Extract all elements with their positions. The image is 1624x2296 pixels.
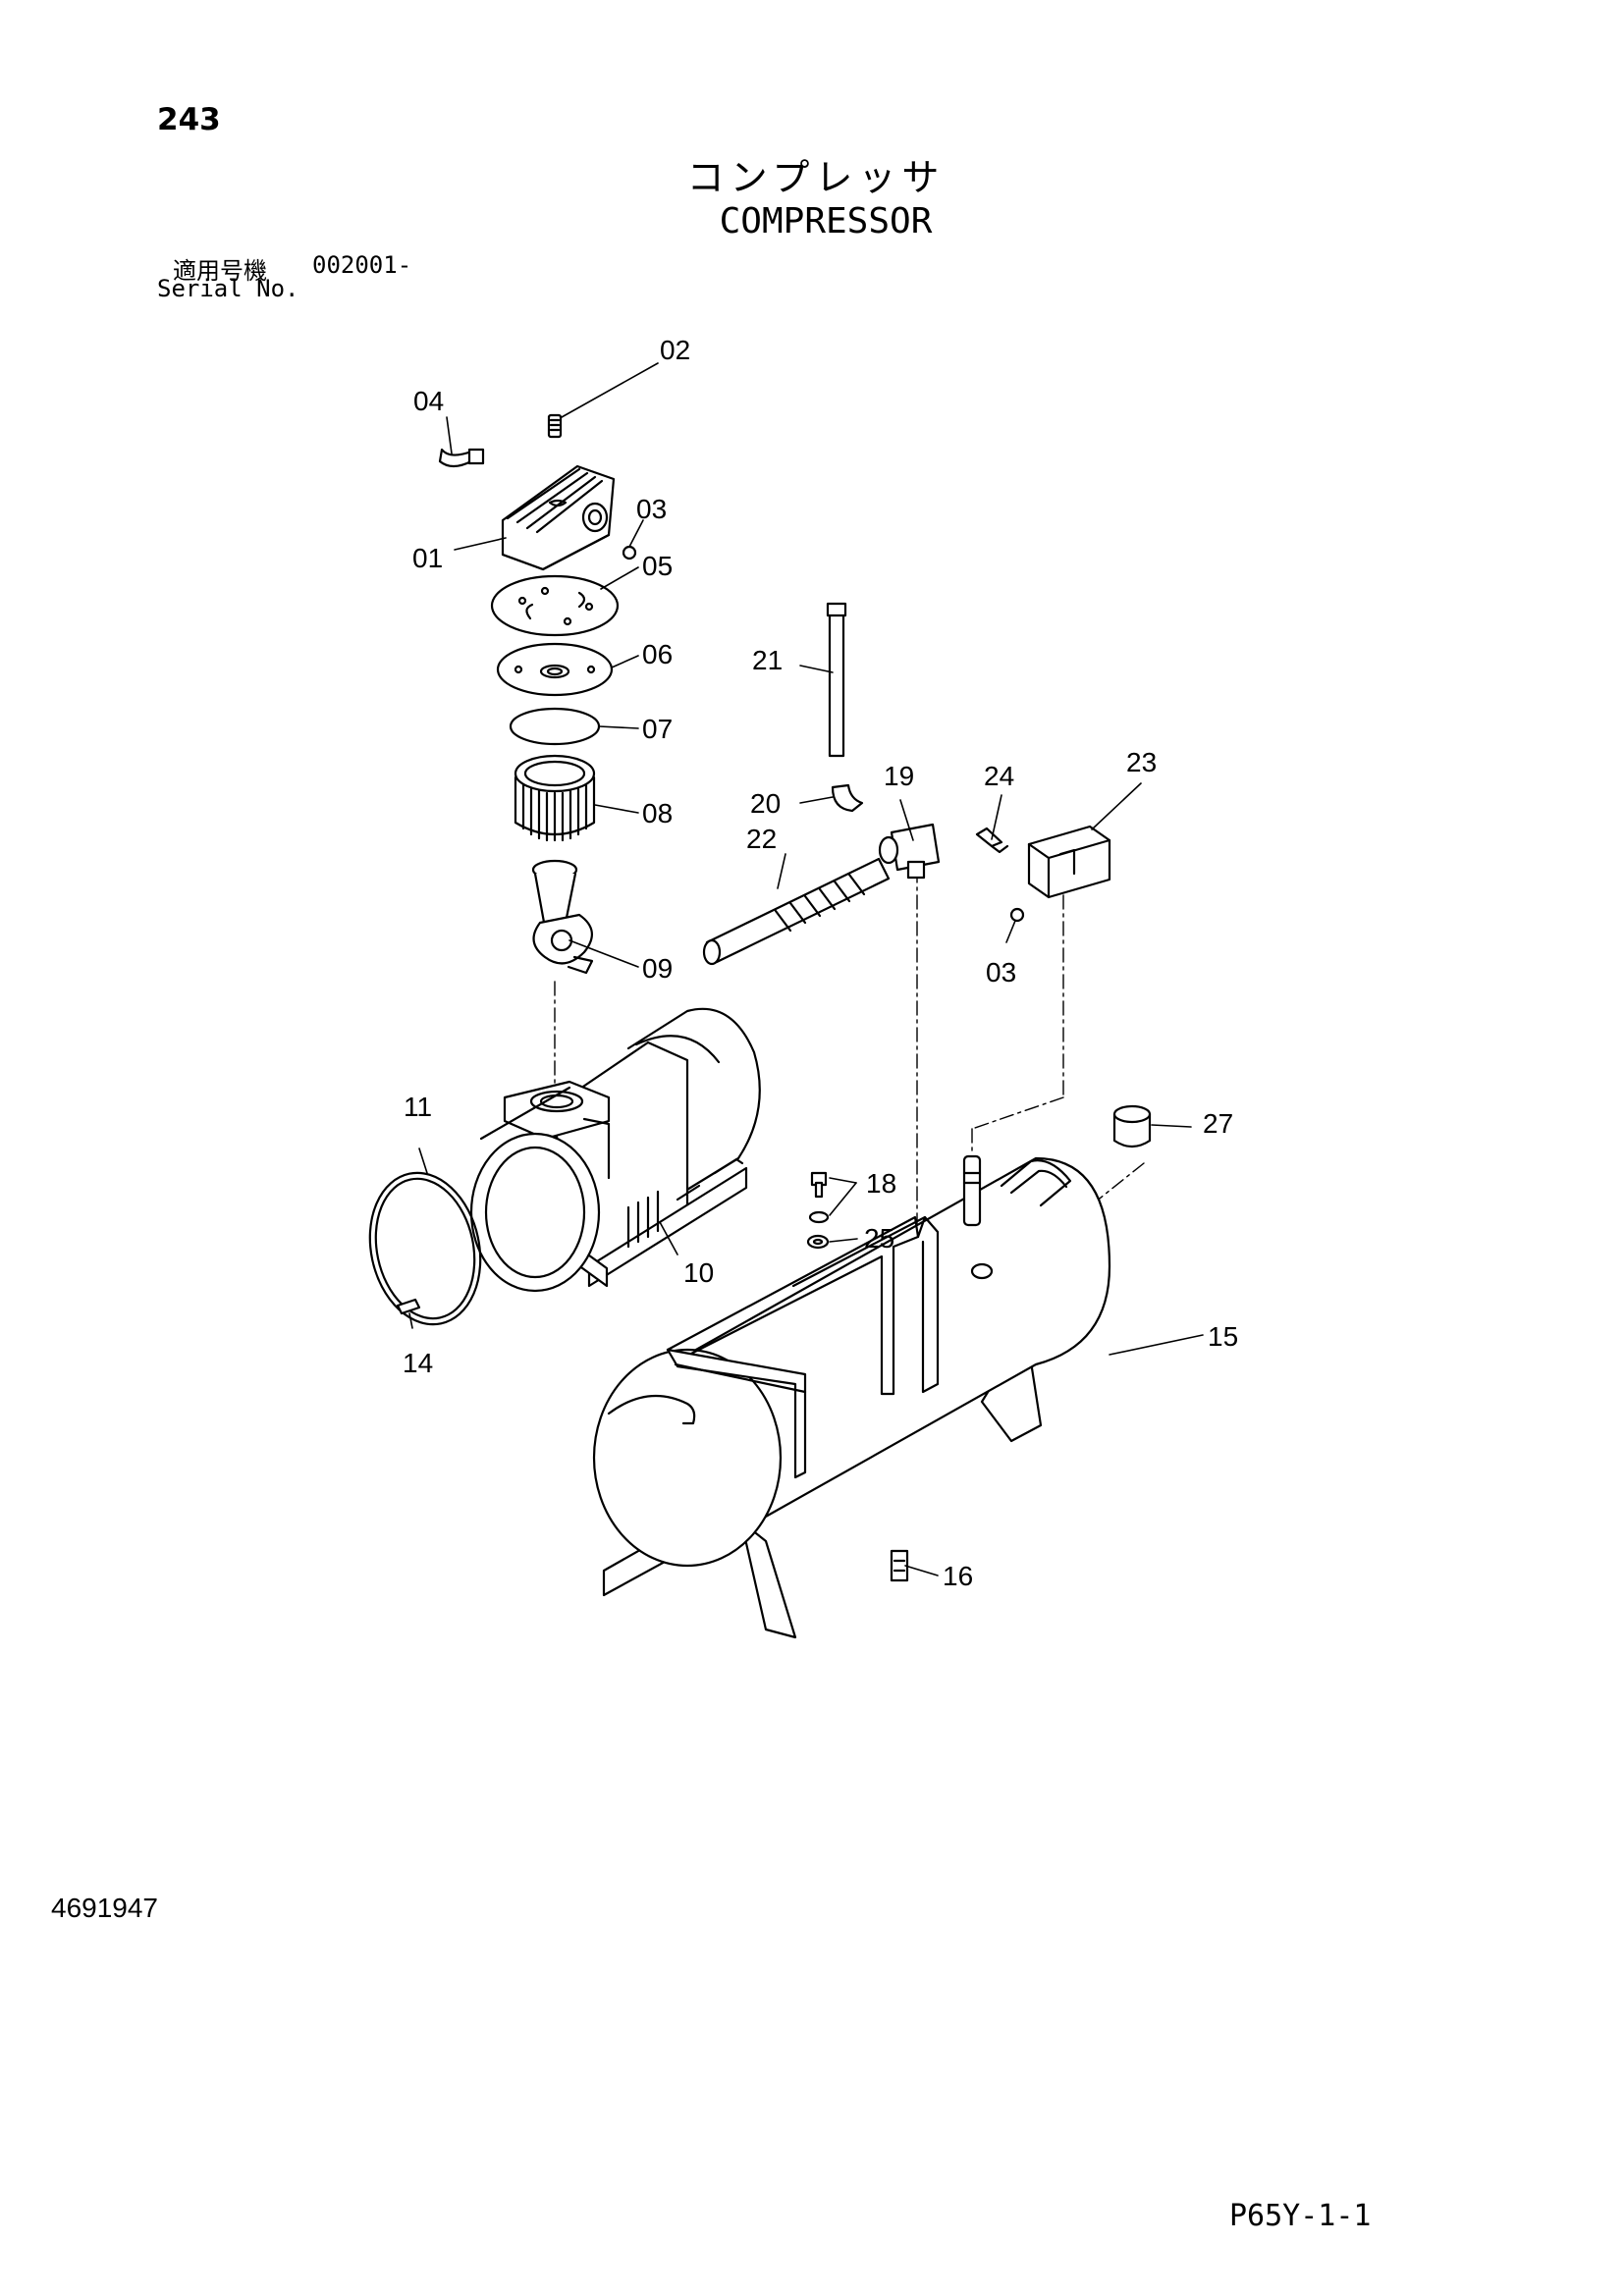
callout-07: 07 [642,714,673,744]
callout-03: 03 [636,494,667,524]
elbow-fitting-04 [438,448,485,468]
callout-20: 20 [750,788,781,819]
callout-06: 06 [642,639,673,669]
callout-labels: 02 04 03 01 05 06 07 08 09 10 11 14 15 1… [403,335,1238,1591]
callout-10: 10 [683,1257,714,1288]
o-ring-07 [509,707,601,746]
fitting-24 [975,827,1009,854]
cap-screw-02 [547,413,563,439]
filter-22 [702,857,891,966]
callout-01: 01 [412,543,443,573]
gasket-ring-11 [368,1171,482,1326]
tube-21 [826,602,847,758]
callout-04: 04 [413,386,444,416]
serial-label: Serial No. [157,275,299,302]
callout-16: 16 [943,1561,973,1591]
page-reference: P65Y-1-1 [1229,2199,1372,2233]
bolt-18 [808,1171,830,1224]
callout-22: 22 [746,824,777,854]
page-title-japanese: コンプレッサ [686,156,946,199]
washer-25 [806,1234,830,1250]
motor-10 [469,1007,761,1293]
receiver-tank-15 [592,1154,1111,1639]
serial-number-value: 002001- [312,251,412,279]
callout-23: 23 [1126,747,1157,777]
callout-15: 15 [1208,1321,1238,1352]
callout-25: 25 [864,1223,894,1254]
screw-14 [396,1298,421,1315]
valve-plate-06 [496,642,614,697]
callout-18: 18 [866,1168,896,1199]
callout-02: 02 [660,335,690,365]
document-number: 4691947 [51,1893,159,1923]
callout-19: 19 [884,761,914,791]
elbow-20 [831,783,864,813]
callout-27: 27 [1203,1108,1233,1139]
callout-24: 24 [984,761,1014,791]
callout-05: 05 [642,551,673,581]
callout-14: 14 [403,1348,433,1378]
plug-03 [622,545,637,561]
check-valve-19 [878,823,941,880]
callout-11: 11 [404,1092,432,1122]
cylinder-head-part [501,464,616,571]
gauge-27 [1112,1104,1152,1148]
callout-09: 09 [642,953,673,984]
gasket-05 [490,574,620,637]
connecting-rod-09 [531,859,594,975]
leader-lines [408,362,1204,1576]
callout-21: 21 [752,645,783,675]
pressure-switch-23 [1027,825,1111,899]
callout-03-b: 03 [986,957,1016,988]
serial-label-japanese: 適用号機 [173,257,267,285]
callout-08: 08 [642,798,673,828]
cylinder-08 [514,754,596,842]
plug-03-b [1009,907,1025,923]
page-number: 243 [157,102,221,137]
page-title: COMPRESSOR [719,201,933,241]
